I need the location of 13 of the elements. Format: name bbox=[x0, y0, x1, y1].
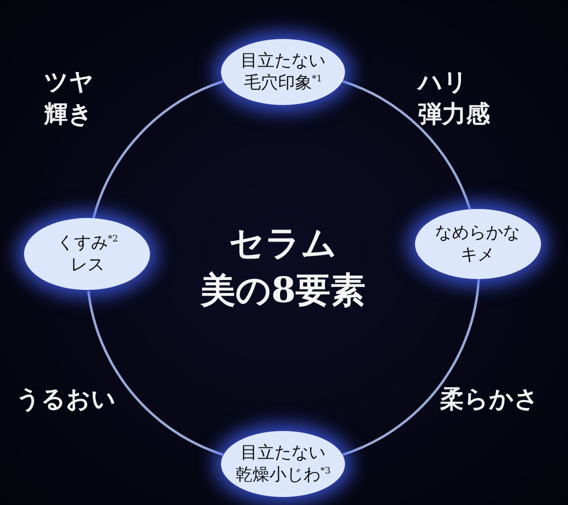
element-label: 柔らかさ bbox=[440, 383, 540, 415]
ellipse-node: 目立たない乾燥小じわ$^{*3}$ bbox=[221, 431, 345, 497]
ring-arc bbox=[92, 80, 224, 218]
ellipse-node: くすみ$^{*2}$レス bbox=[24, 218, 150, 290]
ring-arc bbox=[342, 80, 472, 210]
element-label: ハリ弾力感 bbox=[418, 66, 491, 130]
ring-arc bbox=[87, 290, 224, 456]
center-heading: セラム美の8要素 bbox=[199, 222, 367, 314]
ring-arc bbox=[342, 278, 480, 456]
element-label: ツヤ輝き bbox=[44, 66, 94, 130]
ellipse-node: 目立たない毛穴印象$^{*1}$ bbox=[221, 39, 345, 105]
element-label: うるおい bbox=[16, 383, 117, 415]
ellipse-node: なめらかなキメ bbox=[414, 209, 541, 280]
